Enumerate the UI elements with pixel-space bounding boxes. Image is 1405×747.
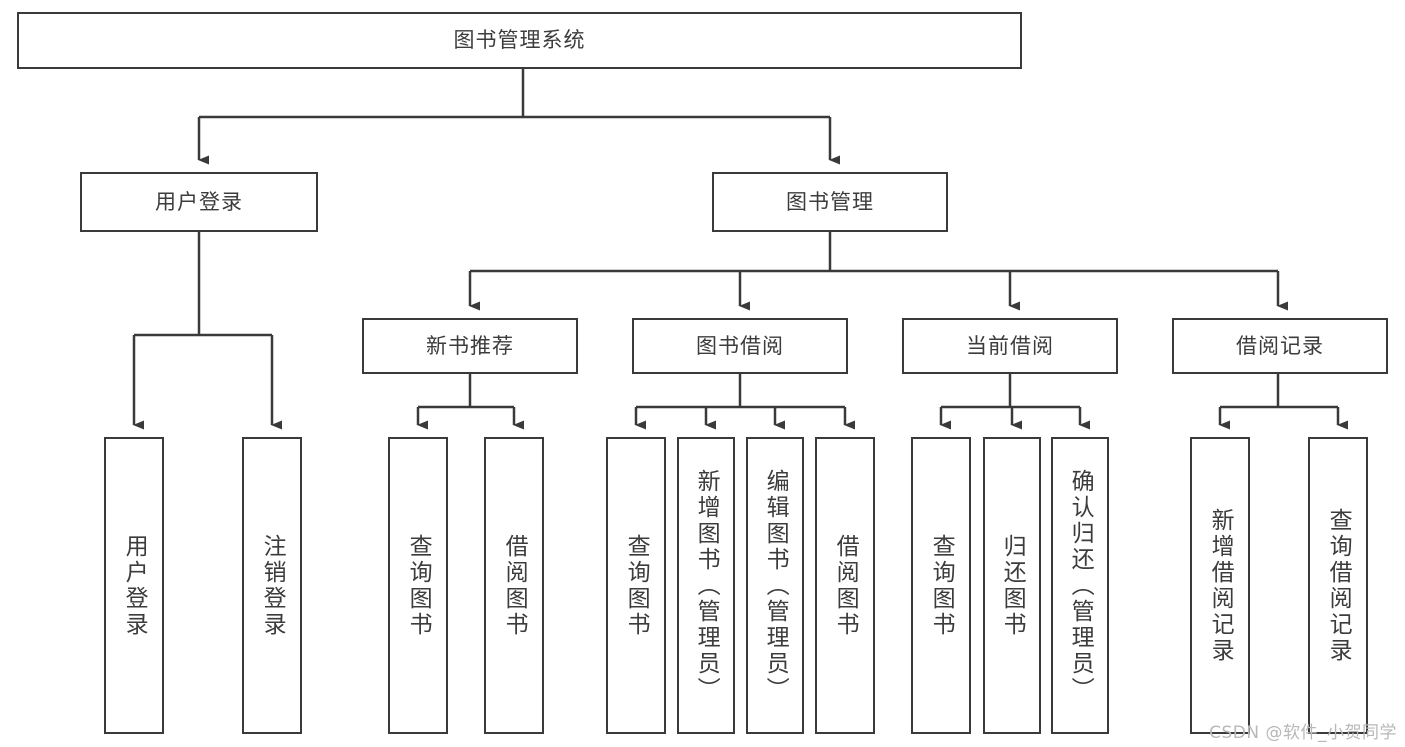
leaf-add-book-admin[interactable]: 新增图书（管理员）	[677, 437, 735, 734]
leaf-query-book-current[interactable]: 查询图书	[911, 437, 971, 734]
node-label: 新增图书（管理员）	[693, 468, 720, 703]
leaf-borrow-book-recommend[interactable]: 借阅图书	[484, 437, 544, 734]
connector-book-manage-to-level3	[468, 232, 1288, 311]
node-label: 借阅记录	[1236, 333, 1324, 358]
node-label: 图书管理	[786, 189, 874, 214]
node-label: 查询借阅记录	[1325, 507, 1352, 664]
leaf-add-borrow-record[interactable]: 新增借阅记录	[1190, 437, 1250, 734]
connector-current-borrow-to-leaves	[939, 374, 1090, 430]
node-label: 查询图书	[623, 533, 650, 638]
node-label: 图书借阅	[696, 333, 784, 358]
connector-new-book-to-leaves	[416, 374, 524, 430]
leaf-query-book-borrow[interactable]: 查询图书	[606, 437, 666, 734]
node-label: 借阅图书	[832, 533, 859, 638]
node-label: 图书管理系统	[453, 28, 586, 53]
node-label: 查询图书	[405, 533, 432, 638]
leaf-logout[interactable]: 注销登录	[242, 437, 302, 734]
node-label: 新书推荐	[426, 333, 514, 358]
node-book-management[interactable]: 图书管理	[712, 172, 948, 232]
node-label: 归还图书	[999, 533, 1026, 638]
node-label: 查询图书	[928, 533, 955, 638]
leaf-user-login[interactable]: 用户登录	[104, 437, 164, 734]
node-label: 编辑图书（管理员）	[762, 468, 789, 703]
leaf-edit-book-admin[interactable]: 编辑图书（管理员）	[746, 437, 804, 734]
node-root-system[interactable]: 图书管理系统	[17, 12, 1022, 69]
leaf-borrow-book[interactable]: 借阅图书	[815, 437, 875, 734]
node-label: 确认归还（管理员）	[1067, 468, 1094, 703]
node-label: 当前借阅	[966, 333, 1054, 358]
node-user-login[interactable]: 用户登录	[80, 172, 318, 232]
node-label: 用户登录	[121, 533, 148, 638]
connector-book-borrow-to-leaves	[634, 374, 855, 430]
node-book-borrow[interactable]: 图书借阅	[632, 318, 848, 374]
node-label: 借阅图书	[501, 533, 528, 638]
connector-user-login-to-leaves	[132, 232, 282, 430]
node-new-book-recommend[interactable]: 新书推荐	[362, 318, 578, 374]
leaf-query-book-recommend[interactable]: 查询图书	[388, 437, 448, 734]
node-label: 用户登录	[155, 189, 243, 214]
connector-root-to-level2	[197, 69, 840, 165]
leaf-confirm-return-admin[interactable]: 确认归还（管理员）	[1051, 437, 1109, 734]
node-borrow-record[interactable]: 借阅记录	[1172, 318, 1388, 374]
csdn-watermark: CSDN @软件_小贺同学	[1209, 723, 1397, 743]
node-current-borrow[interactable]: 当前借阅	[902, 318, 1118, 374]
connector-borrow-record-to-leaves	[1218, 374, 1348, 430]
node-label: 新增借阅记录	[1207, 507, 1234, 664]
node-label: 注销登录	[259, 533, 286, 638]
leaf-query-borrow-record[interactable]: 查询借阅记录	[1308, 437, 1368, 734]
leaf-return-book[interactable]: 归还图书	[983, 437, 1041, 734]
